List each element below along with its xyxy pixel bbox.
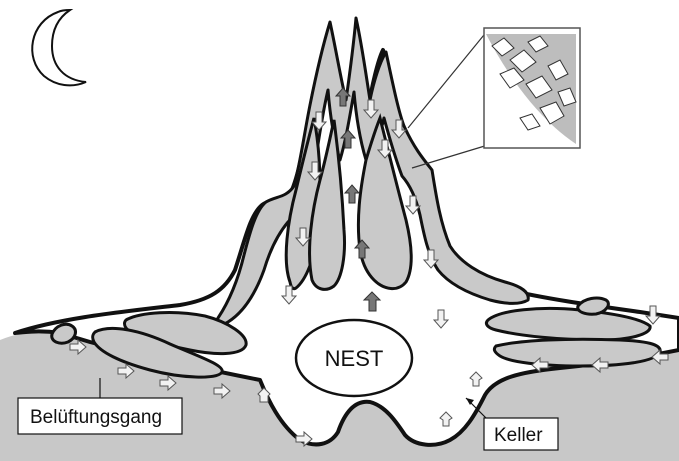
nest-label: NEST [325, 346, 384, 371]
vent-label: Belüftungsgang [30, 407, 162, 428]
porous-wall-detail [484, 28, 580, 148]
chamber-left-small [52, 324, 76, 343]
cellar-label: Keller [494, 425, 543, 446]
chamber-right-lower [494, 339, 660, 366]
zoom-line-upper [408, 30, 488, 128]
crescent-moon-icon [32, 10, 86, 85]
chamber-right-small [578, 298, 609, 314]
